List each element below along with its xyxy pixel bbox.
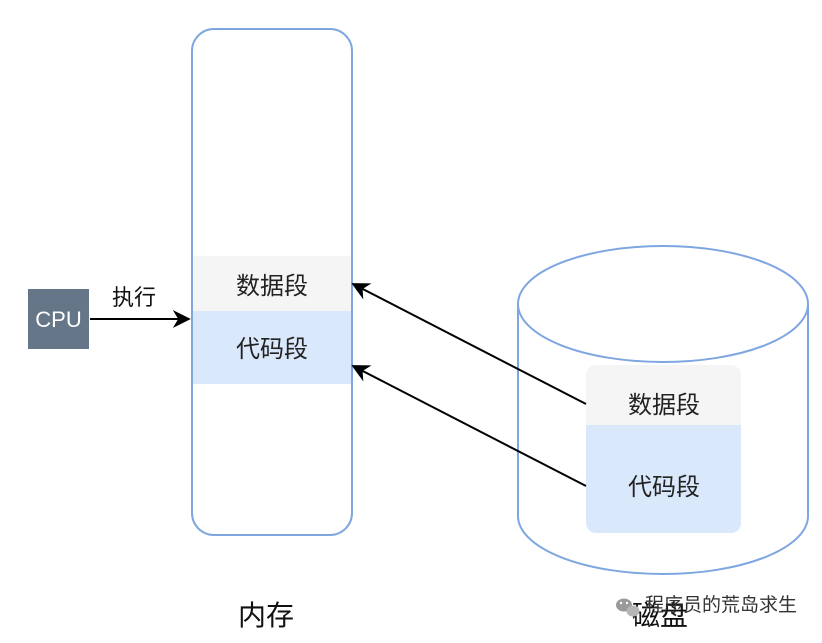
disk-data-segment xyxy=(586,365,741,435)
cpu-block: CPU xyxy=(28,289,89,349)
code-segment-load-arrow xyxy=(351,365,587,487)
disk-code-segment xyxy=(586,425,741,533)
memory-code-segment xyxy=(193,311,351,384)
disk-caption: 磁盘 xyxy=(632,599,688,632)
watermark-text: 程序员的荒岛求生 xyxy=(645,594,797,616)
data-segment-load-arrow xyxy=(351,283,587,405)
cpu-box xyxy=(28,289,89,349)
watermark: 程序员的荒岛求生 xyxy=(616,594,797,617)
cpu-label: CPU xyxy=(35,307,81,332)
memory-block: 数据段 代码段 xyxy=(191,28,353,536)
execute-label: 执行 xyxy=(112,286,156,311)
memory-data-segment-label: 数据段 xyxy=(236,272,308,300)
memory-data-segment xyxy=(193,256,351,311)
memory-caption: 内存 xyxy=(238,599,294,632)
wechat-icon xyxy=(616,598,640,617)
disk-top xyxy=(517,245,809,363)
disk-cylinder: 数据段 代码段 xyxy=(517,245,809,575)
disk-code-segment-label: 代码段 xyxy=(628,473,700,501)
disk-code-segment-top-edge xyxy=(586,425,741,439)
memory-code-segment-label: 代码段 xyxy=(236,335,308,363)
disk-data-segment-label: 数据段 xyxy=(628,391,700,419)
